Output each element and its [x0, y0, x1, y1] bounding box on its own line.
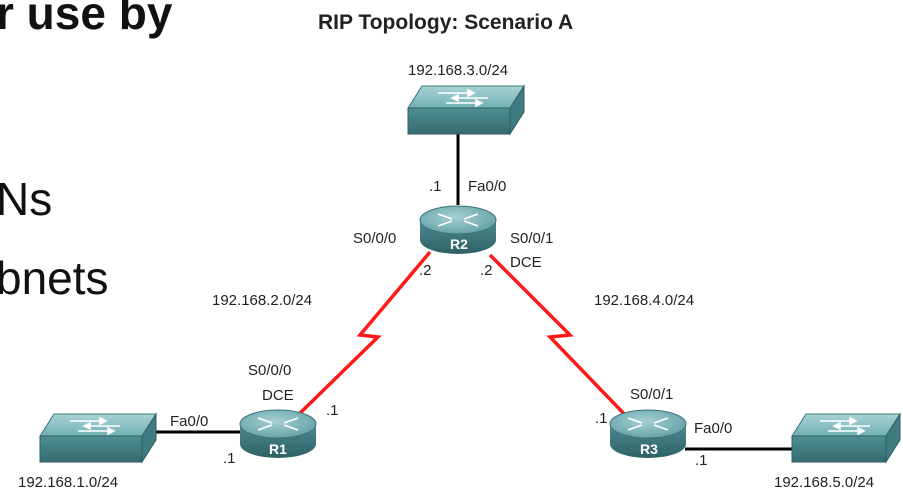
router-icon: [609, 409, 687, 458]
r1-fa-interface: Fa0/0: [170, 413, 209, 430]
serial-link-r2-r3: [488, 253, 632, 422]
network-label-r2-r3: 192.168.4.0/24: [594, 292, 695, 309]
r2-s001-interface: S0/0/1: [510, 230, 554, 247]
switch-icon: [407, 84, 525, 136]
slide-text-line-2: Ns: [0, 173, 53, 225]
r1-s000-interface: S0/0/0: [248, 362, 292, 379]
network-label-left: 192.168.1.0/24: [18, 474, 119, 491]
network-label-right: 192.168.5.0/24: [774, 474, 875, 491]
router-label-r2: R2: [450, 236, 468, 252]
router-icon: [419, 205, 497, 254]
r1-fa-host: .1: [223, 450, 236, 467]
r2-s000-host: .2: [419, 262, 432, 279]
switch-icon: [39, 412, 157, 464]
network-label-r1-r2: 192.168.2.0/24: [212, 292, 313, 309]
slide-text-line-1: r use by: [0, 0, 173, 39]
router-label-r1: R1: [269, 441, 287, 457]
r3-fa-host: .1: [695, 452, 708, 469]
r3-fa-interface: Fa0/0: [694, 420, 733, 437]
diagram-title: RIP Topology: Scenario A: [318, 11, 574, 34]
r2-s000-interface: S0/0/0: [353, 230, 397, 247]
router-icon: [239, 409, 317, 458]
r3-s-host: .1: [595, 410, 608, 427]
switch-icon: [791, 412, 901, 464]
r2-dce-label: DCE: [510, 254, 542, 271]
slide-text-line-3: bnets: [0, 252, 109, 304]
r2-fa-host: .1: [429, 178, 442, 195]
network-label-top: 192.168.3.0/24: [408, 62, 509, 79]
r2-s001-host: .2: [480, 262, 493, 279]
r3-s001-interface: S0/0/1: [630, 386, 674, 403]
r1-s-host: .1: [326, 402, 339, 419]
r1-dce-label: DCE: [262, 387, 294, 404]
serial-link-r1-r2: [293, 250, 432, 420]
r2-fa-interface: Fa0/0: [468, 178, 507, 195]
router-label-r3: R3: [640, 441, 658, 457]
